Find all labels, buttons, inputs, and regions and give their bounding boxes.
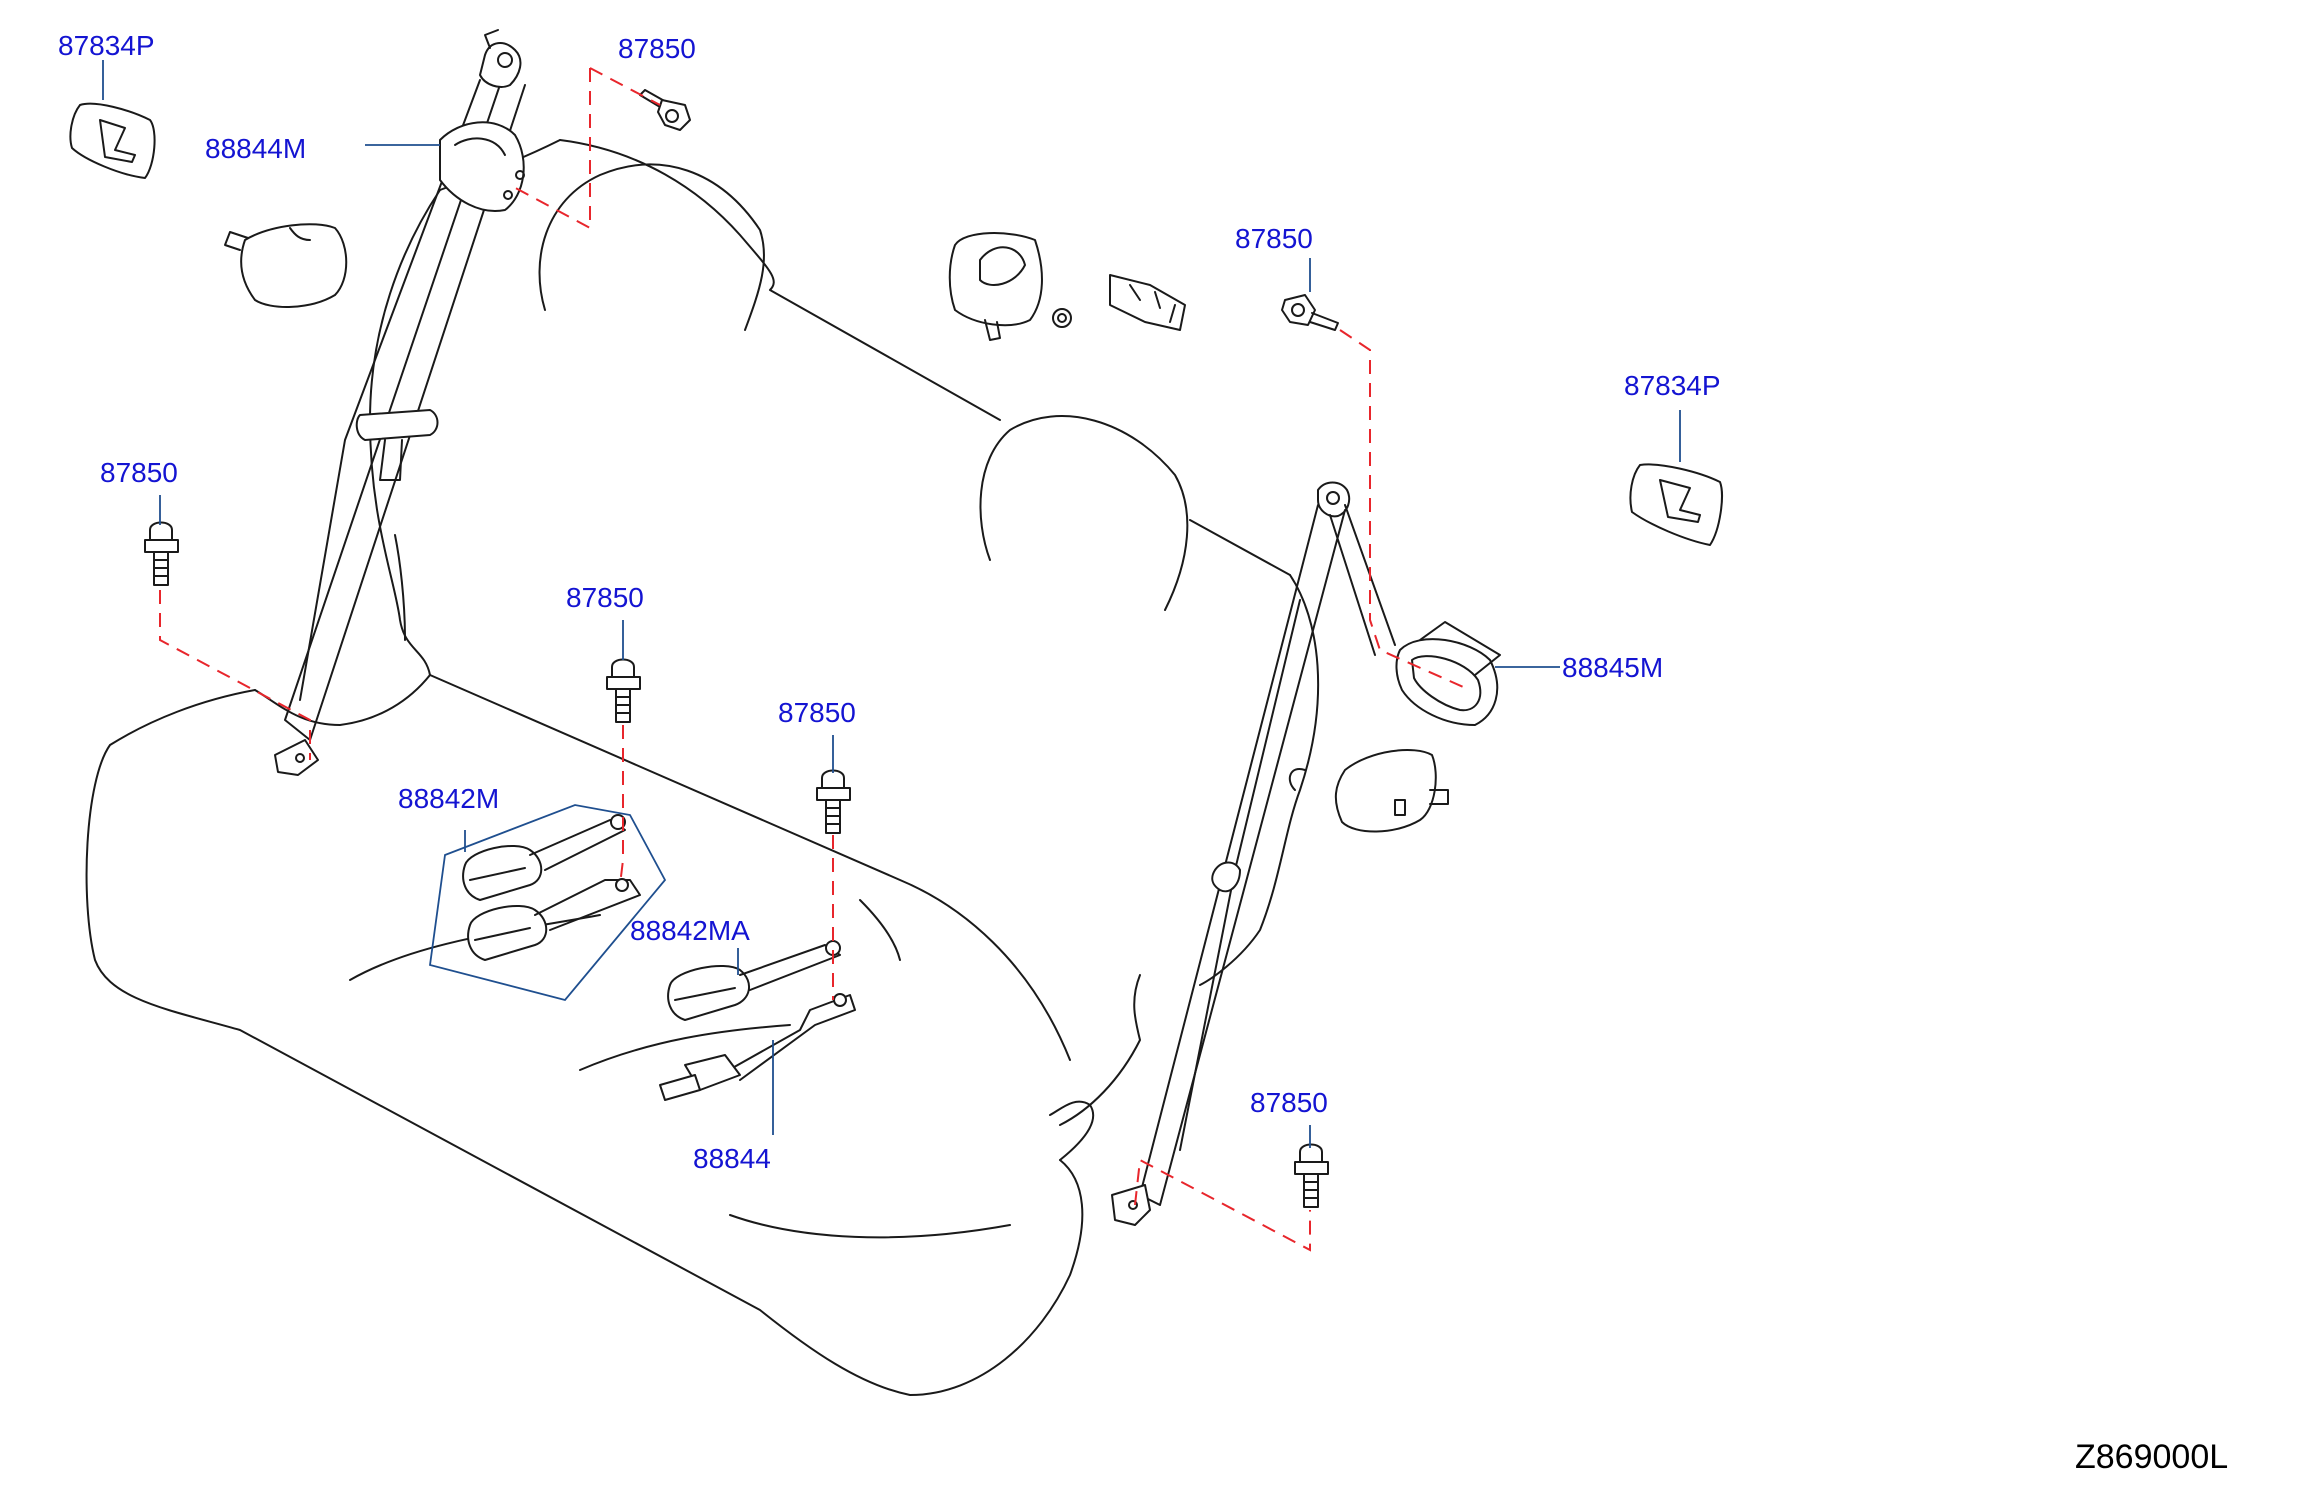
figure-code: Z869000L (2075, 1438, 2228, 1476)
part-labels: 87834P 87850 88844M 87850 87834P 87850 8… (58, 30, 1721, 1174)
label-88842m: 88842M (398, 783, 499, 814)
anchor-cover-center (948, 232, 1043, 341)
label-87850-mid-right: 87850 (778, 697, 856, 728)
label-87850-upper-right: 87850 (1235, 223, 1313, 254)
center-belt-88844 (659, 993, 856, 1101)
leader-lines (102, 60, 1681, 1148)
bolt-87850-mid-right (816, 769, 851, 834)
label-87850-top: 87850 (618, 33, 696, 64)
label-88842ma: 88842MA (630, 915, 750, 946)
bolt-87850-bottom-right (1294, 1143, 1329, 1208)
label-87850-bottom-right: 87850 (1250, 1087, 1328, 1118)
left-seat-belt-assembly (274, 29, 526, 776)
label-87834p-right: 87834P (1624, 370, 1721, 401)
anchor-cover-right (1334, 749, 1449, 833)
bolt-87850-mid-left (606, 658, 641, 723)
clip (1052, 308, 1072, 328)
label-88845m: 88845M (1562, 652, 1663, 683)
bolt-87850-upper-right (1281, 294, 1339, 331)
escutcheon-87834p-right (1629, 463, 1723, 546)
escutcheon-87834p-left (69, 102, 156, 179)
anchor-cover-left (224, 223, 348, 308)
right-seat-belt-assembly (1111, 481, 1501, 1226)
label-88844m: 88844M (205, 133, 306, 164)
label-87850-mid-left: 87850 (566, 582, 644, 613)
label-87834p-left: 87834P (58, 30, 155, 61)
installation-lines (159, 67, 1471, 1252)
bolt-87850-left (144, 521, 179, 586)
bracket-cover (1109, 274, 1186, 331)
label-88844: 88844 (693, 1143, 771, 1174)
bolt-87850-top (639, 89, 691, 131)
label-87850-left: 87850 (100, 457, 178, 488)
rear-seat-outline (85, 139, 1320, 1396)
buckle-88842ma (667, 940, 841, 1021)
buckle-set-88842m (429, 804, 667, 1002)
